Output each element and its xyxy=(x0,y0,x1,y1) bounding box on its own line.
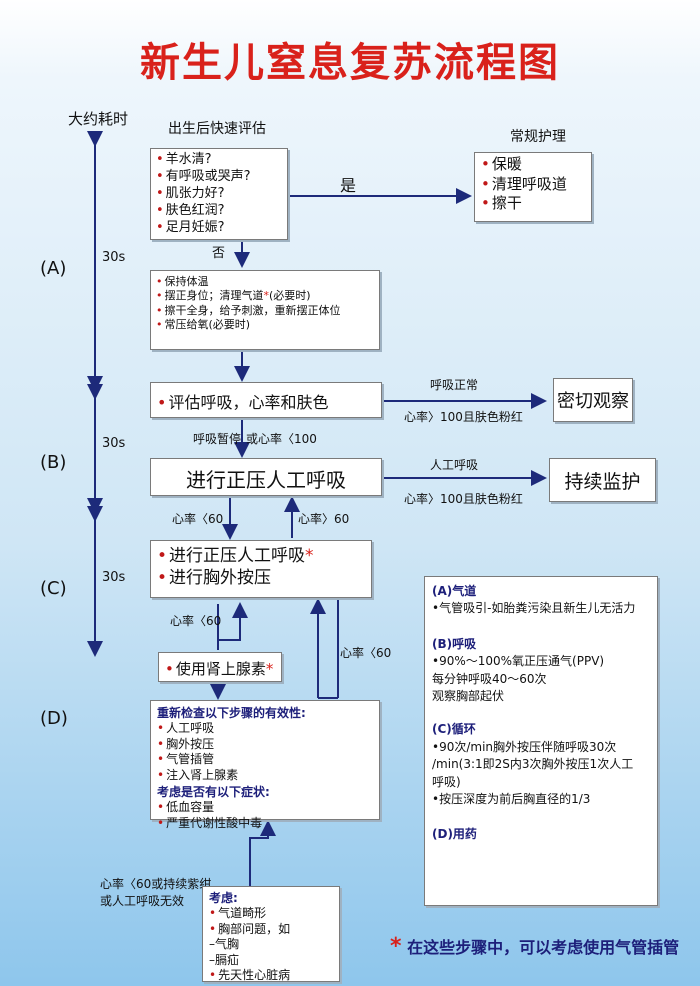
recheck-heading-2: 考虑是否有以下症状: xyxy=(157,785,270,800)
initial-item: •保持体温 xyxy=(156,275,209,288)
persist-label: 心率〈60或持续紫绀 或人工呼吸无效 xyxy=(100,877,212,908)
duration-c: 30s xyxy=(102,570,126,585)
recheck-item: •严重代谢性酸中毒 xyxy=(157,815,263,830)
consider-item: –膈疝 xyxy=(209,952,240,967)
routine-item: •擦干 xyxy=(481,194,522,212)
no-label: 否 xyxy=(212,246,226,261)
epinephrine-box: •使用肾上腺素* xyxy=(158,652,282,682)
note-c-line: 呼吸) xyxy=(432,774,461,789)
note-c-line: •按压深度为前后胸直径的1/3 xyxy=(432,791,591,806)
note-b-title: (B)呼吸 xyxy=(432,636,477,651)
note-d-title: (D)用药 xyxy=(432,827,477,842)
apnea-label-2: 或心率〈100 xyxy=(246,432,317,446)
recheck-box: 重新检查以下步骤的有效性: •人工呼吸 •胸外按压 •气管插管 •注入肾上腺素 … xyxy=(150,700,380,830)
assess-item: •肌张力好? xyxy=(156,185,225,201)
note-a-title: (A)气道 xyxy=(432,584,477,598)
routine-item: •清理呼吸道 xyxy=(481,174,567,193)
evaluate-box: •评估呼吸，心率和肤色 xyxy=(150,382,382,418)
assess-item: •肤色红润? xyxy=(156,202,225,218)
cpr-box: •进行正压人工呼吸* •进行胸外按压 xyxy=(150,540,372,598)
cpr-loop-label-2: 心率〈60 xyxy=(340,646,392,660)
recheck-item: •气管插管 xyxy=(157,752,215,767)
note-b-line: 观察胸部起伏 xyxy=(432,688,505,703)
routine-box: •保暖 •清理呼吸道 •擦干 xyxy=(474,152,592,222)
initial-steps-box: •保持体温 •摆正身位；清理气道*(必要时) •擦干全身，给予刺激，重新摆正体位… xyxy=(150,270,380,350)
routine-heading: 常规护理 xyxy=(510,129,566,145)
monitor-box: 持续监护 xyxy=(549,458,656,502)
time-axis-label: 大约耗时 xyxy=(68,110,129,128)
duration-b: 30s xyxy=(102,436,126,451)
consider-item: •先天性心脏病 xyxy=(209,968,291,983)
routine-item: •保暖 xyxy=(481,155,522,173)
observe-box: 密切观察 xyxy=(553,378,633,422)
yes-label: 是 xyxy=(340,176,357,195)
cpr-item: •进行正压人工呼吸* xyxy=(157,546,314,566)
recheck-item: •胸外按压 xyxy=(157,736,215,751)
note-c-line: /min(3:1即2S内3次胸外按压1次人工 xyxy=(432,757,634,772)
assess-item: •羊水清? xyxy=(156,152,212,167)
consider-item: –气胸 xyxy=(209,937,240,952)
phase-label-c: (C) xyxy=(40,578,67,599)
note-c-title: (C)循环 xyxy=(432,722,476,737)
initial-item: •擦干全身，给予刺激，重新摆正体位 xyxy=(156,303,341,317)
ppv-box: 进行正压人工呼吸 xyxy=(150,458,382,496)
phase-label-b: (B) xyxy=(40,452,67,473)
cpr-loop-label: 心率〈60 xyxy=(170,614,222,628)
note-b-line: 每分钟呼吸40～60次 xyxy=(432,671,547,686)
consider-heading: 考虑: xyxy=(209,891,238,905)
apnea-label: 呼吸暂停 xyxy=(193,432,242,446)
recheck-heading: 重新检查以下步骤的有效性: xyxy=(157,706,306,720)
star-icon: * xyxy=(390,934,402,959)
consider-item: •气道畸形 xyxy=(209,906,267,920)
ppv-side-label: 人工呼吸 xyxy=(430,458,479,472)
initial-item: •摆正身位；清理气道*(必要时) xyxy=(156,289,311,303)
page-title: 新生儿窒息复苏流程图 xyxy=(140,40,560,86)
initial-item: •常压给氧(必要时) xyxy=(156,317,251,331)
phase-label-a: (A) xyxy=(40,258,67,279)
phase-label-d: (D) xyxy=(40,708,68,729)
notes-panel: (A)气道 •气管吸引-如胎粪污染且新生儿无活力 (B)呼吸 •90%～100%… xyxy=(424,576,658,906)
assess-heading: 出生后快速评估 xyxy=(168,121,266,137)
assess-item: •有呼吸或哭声? xyxy=(156,168,251,184)
consider-item: •胸部问题，如 xyxy=(209,921,291,936)
duration-a: 30s xyxy=(102,250,126,265)
note-c-line: •90次/min胸外按压伴随呼吸30次 xyxy=(432,739,617,754)
recheck-item: •注入肾上腺素 xyxy=(157,767,239,782)
normal-label: 呼吸正常 xyxy=(430,378,479,392)
consider-box: 考虑: •气道畸形 •胸部问题，如 –气胸 –膈疝 •先天性心脏病 xyxy=(202,886,340,982)
footnote: * 在这些步骤中，可以考虑使用气管插管 xyxy=(390,934,680,959)
hr-down-label: 心率〈60 xyxy=(172,512,224,526)
cpr-item: •进行胸外按压 xyxy=(157,568,272,589)
assess-item: •足月妊娠? xyxy=(156,219,225,235)
recheck-item: •人工呼吸 xyxy=(157,721,215,735)
recheck-item: •低血容量 xyxy=(157,800,215,815)
hr-up-label: 心率〉60 xyxy=(298,512,350,526)
assess-box: •羊水清? •有呼吸或哭声? •肌张力好? •肤色红润? •足月妊娠? xyxy=(150,148,288,240)
normal-label-2: 心率〉100且肤色粉红 xyxy=(404,410,523,424)
ppv-side-label-2: 心率〉100且肤色粉红 xyxy=(404,492,523,506)
note-b-line: •90%～100%氧正压通气(PPV) xyxy=(432,654,605,669)
note-a-body: •气管吸引-如胎粪污染且新生儿无活力 xyxy=(432,601,636,616)
